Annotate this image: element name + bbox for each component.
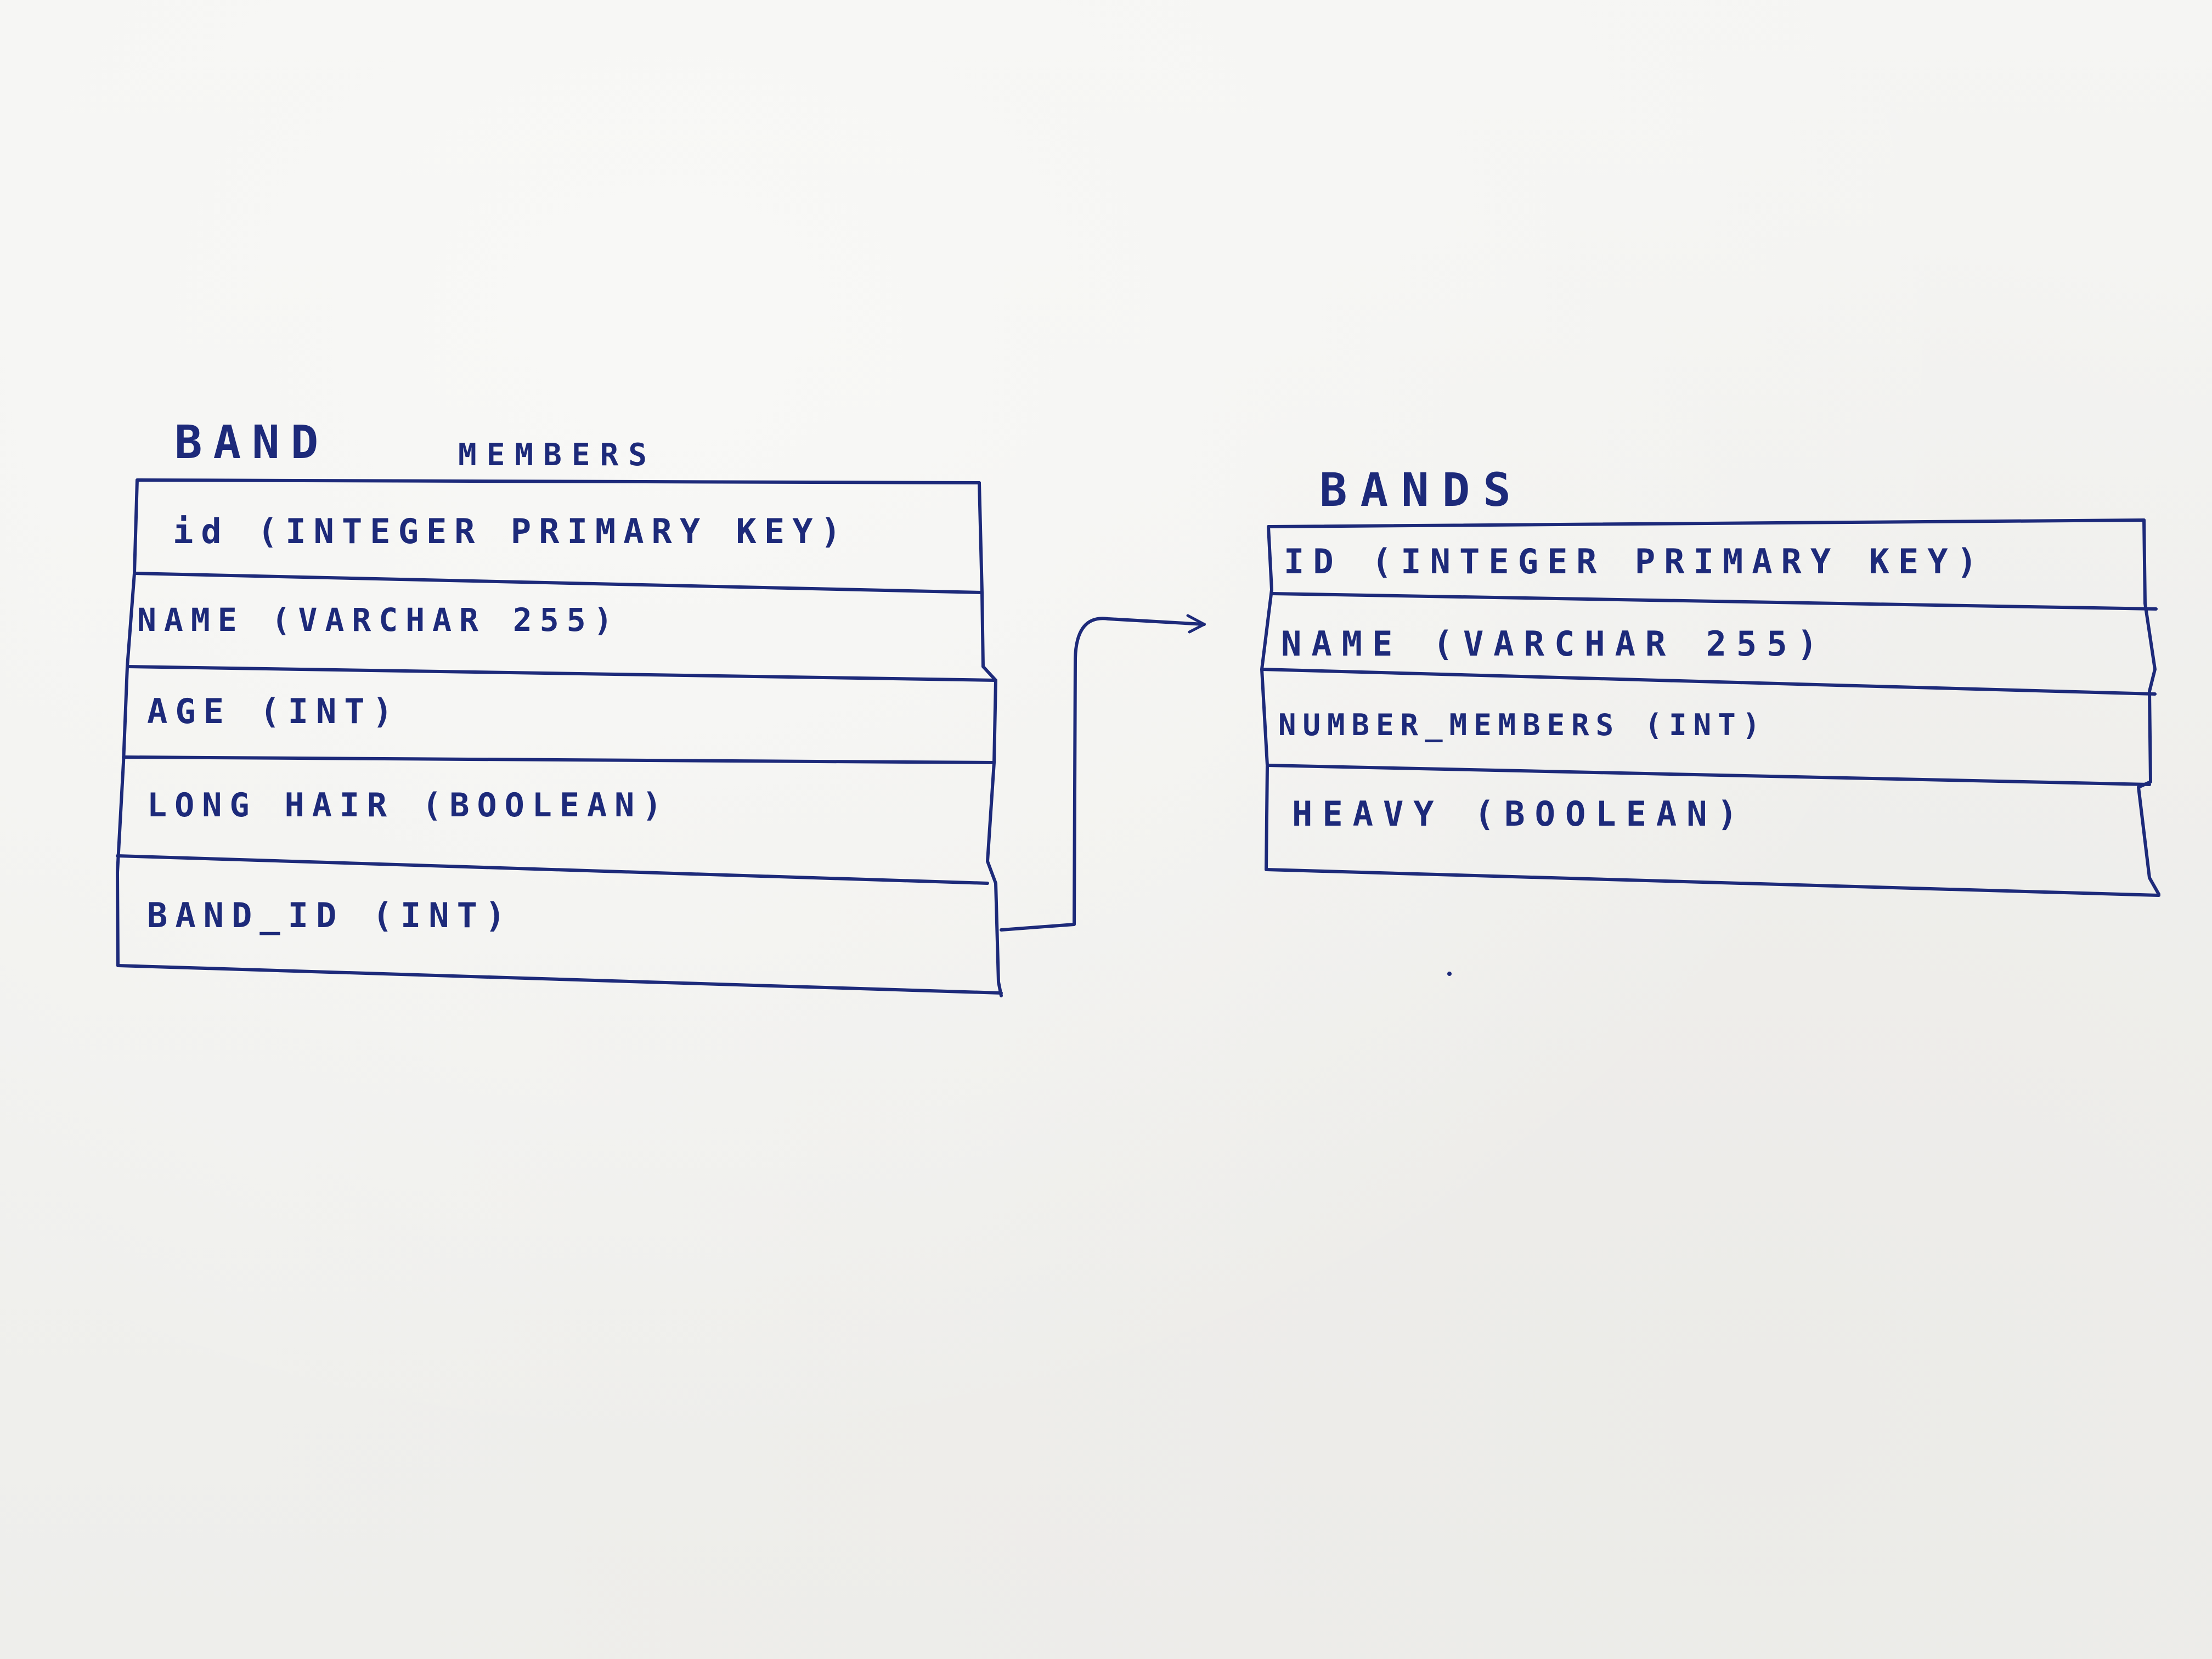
band-members-bottom-border [116, 964, 1003, 995]
bands-field-number-members: NUMBER_MEMBERS (INT) [1278, 708, 1767, 742]
bands-field-id: ID (INTEGER PRIMARY KEY) [1284, 541, 1986, 582]
band-members-field-long-hair: LONG HAIR (BOOLEAN) [147, 786, 669, 825]
bands-row-divider [1270, 592, 2158, 611]
table-bands: BANDS ID (INTEGER PRIMARY KEY) NAME (VAR… [1260, 463, 2160, 897]
band-members-left-border [116, 478, 139, 967]
relationship-arrowhead [1186, 614, 1206, 634]
bands-field-name: NAME (VARCHAR 255) [1281, 624, 1827, 664]
bands-left-border [1260, 525, 1273, 871]
band-members-row-divider [116, 854, 989, 885]
band-members-field-id: id (INTEGER PRIMARY KEY) [173, 511, 849, 551]
relationship-connector [1000, 617, 1206, 932]
band-members-field-name: NAME (VARCHAR 255) [137, 601, 620, 639]
band-members-row-divider [122, 755, 996, 764]
band-members-row-divider [133, 572, 984, 594]
bands-row-divider [1266, 764, 2151, 786]
band-members-row-divider [126, 665, 997, 682]
pen-dot [1447, 972, 1452, 976]
bands-row-divider [1260, 668, 2157, 696]
band-members-field-band-id: BAND_ID (INT) [147, 895, 513, 935]
bands-field-heavy: HEAVY (BOOLEAN) [1292, 794, 1747, 834]
band-members-top-border [136, 478, 981, 484]
bands-top-border [1267, 518, 2146, 528]
band-members-right-border [978, 481, 1003, 997]
bands-bottom-border [1265, 868, 2160, 897]
table-band-members: BAND MEMBERS id (INTEGER PRIMARY KEY) NA… [116, 415, 1003, 997]
bands-right-border [2137, 518, 2160, 896]
band-members-title-members: MEMBERS [458, 437, 657, 473]
bands-title: BANDS [1319, 463, 1524, 517]
band-members-field-age: AGE (INT) [147, 691, 400, 731]
band-members-title-band: BAND [174, 415, 329, 469]
